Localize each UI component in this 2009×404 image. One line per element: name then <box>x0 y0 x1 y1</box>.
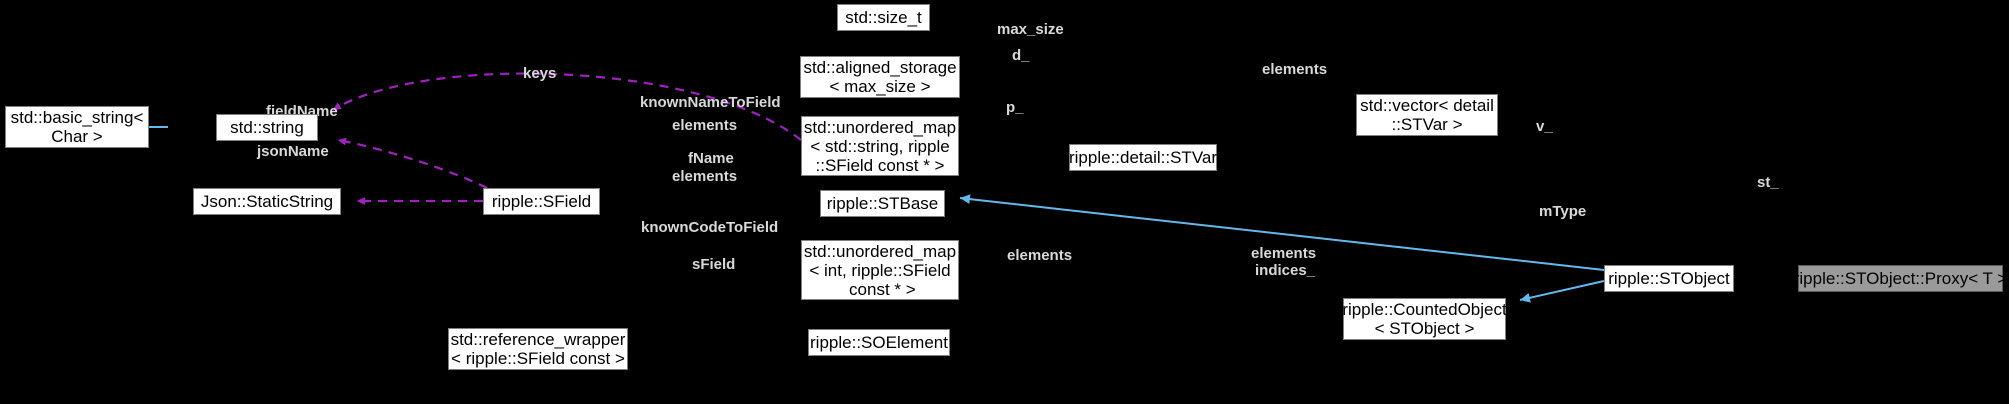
class-node-string[interactable]: std::string <box>216 114 318 141</box>
edge-label-elements-umapstring: elements <box>672 117 738 134</box>
edge-label-jsonName: jsonName <box>257 143 329 160</box>
edge-label-p_: p_ <box>1006 99 1024 116</box>
class-node-stbase[interactable]: ripple::STBase <box>820 190 945 217</box>
edge-label-elements-vecsoe: elements <box>1007 247 1073 264</box>
class-node-umap_int[interactable]: std::unordered_map < int, ripple::SField… <box>801 240 959 300</box>
class-node-stvar[interactable]: ripple::detail::STVar <box>1069 144 1217 171</box>
class-node-aligned_storage[interactable]: std::aligned_storage < max_size > <box>800 56 960 98</box>
class-node-vec_stvar[interactable]: std::vector< detail ::STVar > <box>1356 94 1498 136</box>
edge-label-v_: v_ <box>1536 118 1553 135</box>
class-node-sfield[interactable]: ripple::SField <box>483 188 600 215</box>
edge-label-knownNameToField: knownNameToField <box>640 94 781 111</box>
class-node-basic_string[interactable]: std::basic_string< Char > <box>5 106 149 148</box>
class-node-refwrapper[interactable]: std::reference_wrapper < ripple::SField … <box>448 328 628 370</box>
class-node-staticstring[interactable]: Json::StaticString <box>193 188 341 215</box>
edge-label-sField: sField <box>692 256 736 273</box>
edge-label-mType: mType <box>1539 203 1587 220</box>
class-node-size_t[interactable]: std::size_t <box>837 4 930 31</box>
class-node-soelement[interactable]: ripple::SOElement <box>808 329 950 356</box>
edge-label-fName: fName <box>688 150 734 167</box>
edge-label-knownCodeToField: knownCodeToField <box>641 219 779 236</box>
class-node-countedobject[interactable]: ripple::CountedObject < STObject > <box>1342 298 1507 340</box>
edge-label-keys: keys <box>523 65 557 82</box>
class-node-proxy[interactable]: ripple::STObject::Proxy< T > <box>1794 265 2007 292</box>
edge-fieldname <box>337 137 488 189</box>
edge-inherit-stobject-countedobject <box>1519 280 1605 303</box>
edge-label-elements-sotemplate: elements <box>1251 245 1317 262</box>
class-node-umap_string[interactable]: std::unordered_map < std::string, ripple… <box>801 116 959 176</box>
edge-label-max_size: max_size <box>997 21 1064 38</box>
edge-label-st_: st_ <box>1757 174 1779 191</box>
edge-label-indices_: indices_ <box>1255 262 1316 279</box>
class-node-stobject[interactable]: ripple::STObject <box>1604 265 1734 292</box>
edge-label-d_: d_ <box>1012 47 1030 64</box>
edge-label-elements-sfield: elements <box>672 168 738 185</box>
edge-label-elements-stvar: elements <box>1262 61 1328 78</box>
